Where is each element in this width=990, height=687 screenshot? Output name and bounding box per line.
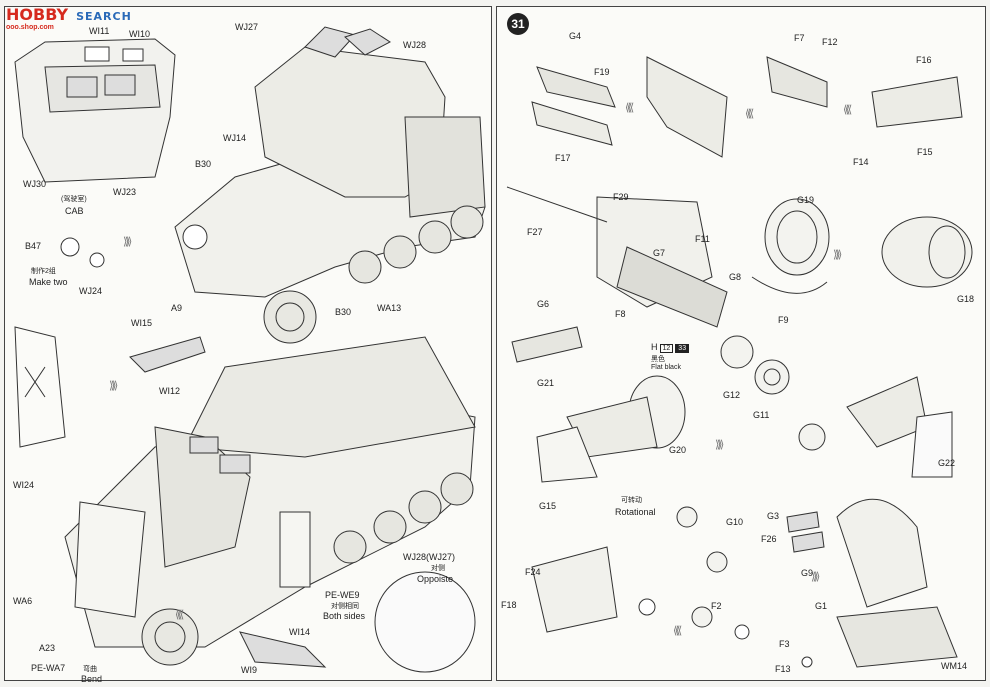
step-number-badge: 31 [507,13,529,35]
part-label-g10: G10 [726,517,744,527]
paint-code-2: 33 [675,344,690,353]
assembly-arrow: ⟫⟫ [833,249,842,261]
part-label-f2: F2 [711,601,722,611]
part-label-f8: F8 [615,309,626,319]
rotational-note: Rotational [615,507,656,517]
part-label-wj24: WJ24 [79,286,103,296]
part-label-wm14: WM14 [941,661,968,671]
part-label-wi24: WI24 [13,480,35,490]
part-label-wi15: WI15 [131,318,153,328]
paint-color-name: Flat black [651,364,681,371]
part-label-pe-wa7: PE-WA7 [31,663,66,673]
right-line-art [506,56,973,668]
part-label-wj28: WJ28 [403,40,427,50]
make-two-note: Make two [29,277,68,287]
make-two-cn-note: 制作2组 [31,268,56,275]
left-line-art [14,26,486,673]
part-label-g9: G9 [801,568,814,578]
bend-cn-note: 弯曲 [83,666,97,673]
part-label-f27: F27 [527,227,543,237]
assembly-arrow: ⟫⟫ [123,236,132,248]
part-label-f29: F29 [613,192,629,202]
opposite-note: Oppoiste [417,574,454,584]
part-label-wj23: WJ23 [113,187,137,197]
part-label-f7: F7 [794,33,805,43]
part-label-f19: F19 [594,67,610,77]
part-label-g1: G1 [815,601,828,611]
both-sides-cn-note: 对侧相同 [331,603,359,610]
cab-note: CAB [65,206,84,216]
assembly-arrow: ⟫⟫ [811,571,820,583]
paint-part-letter: H [651,342,658,352]
part-label-f17: F17 [555,153,571,163]
part-label-wj14: WJ14 [223,133,247,143]
rotational-cn-note: 可转动 [621,497,642,504]
assembly-arrow: ⟪⟪ [625,102,634,114]
part-label-wi14: WI14 [289,627,311,637]
part-label-f24: F24 [525,567,541,577]
part-label-wj28-wj27: WJ28(WJ27) [403,552,456,562]
part-label-g19: G19 [797,195,815,205]
assembly-arrow: ⟪⟪ [175,609,184,621]
part-label-f12: F12 [822,37,838,47]
right-instruction-panel: G4 F19 F7 F12 F16 F17 F14 F15 F29 G19 F2… [496,6,986,681]
part-label-g8: G8 [729,272,742,282]
part-label-f3: F3 [779,639,790,649]
part-label-wi9: WI9 [241,665,258,675]
part-label-b47: B47 [25,241,42,251]
part-label-f11: F11 [695,234,710,244]
assembly-arrow: ⟪⟪ [673,625,682,637]
cab-cn-note: (驾驶室) [61,196,87,203]
part-label-wa13: WA13 [377,303,402,313]
part-label-wi11: WI11 [89,26,110,36]
bend-note: Bend [81,674,103,684]
part-label-a23: A23 [39,643,56,653]
assembly-arrow: ⟪⟪ [843,104,852,116]
part-label-wj27: WJ27 [235,22,259,32]
part-label-g20: G20 [669,445,687,455]
part-label-g18: G18 [957,294,975,304]
part-label-wi12: WI12 [159,386,181,396]
part-label-wi10: WI10 [129,29,151,39]
part-label-g3: G3 [767,511,780,521]
part-label-g7: G7 [653,248,666,258]
part-label-b30-top: B30 [195,159,212,169]
paint-code-1: 12 [659,344,674,353]
paint-color-cn: 黑色 [651,356,665,363]
part-label-g22: G22 [938,458,956,468]
part-label-g15: G15 [539,501,557,511]
part-label-f9: F9 [778,315,789,325]
watermark-site: ooo.shop.com [6,24,54,31]
part-label-f15: F15 [917,147,933,157]
part-label-g12: G12 [723,390,741,400]
assembly-arrow: ⟫⟫ [109,380,118,392]
part-label-wa6: WA6 [13,596,33,606]
assembly-arrow: ⟫⟫ [715,439,724,451]
part-label-f14: F14 [853,157,869,167]
part-label-pe-we9: PE-WE9 [325,590,360,600]
both-sides-note: Both sides [323,611,366,621]
part-label-f18: F18 [501,600,517,610]
assembly-arrow: ⟪⟪ [745,108,754,120]
part-label-wj30: WJ30 [23,179,47,189]
part-label-g4: G4 [569,31,582,41]
opposite-cn-note: 对侧 [431,565,445,572]
part-label-f13: F13 [775,664,791,674]
part-label-a9: A9 [171,303,183,313]
part-label-b30-bottom: B30 [335,307,352,317]
part-label-g11: G11 [753,410,770,420]
part-label-f26: F26 [761,534,777,544]
part-label-g6: G6 [537,299,550,309]
part-label-g21: G21 [537,378,555,388]
left-instruction-panel: WI11 WI10 WJ27 WJ28 WJ30 WJ23 WJ14 B30 B… [4,6,492,684]
part-label-f16: F16 [916,55,932,65]
